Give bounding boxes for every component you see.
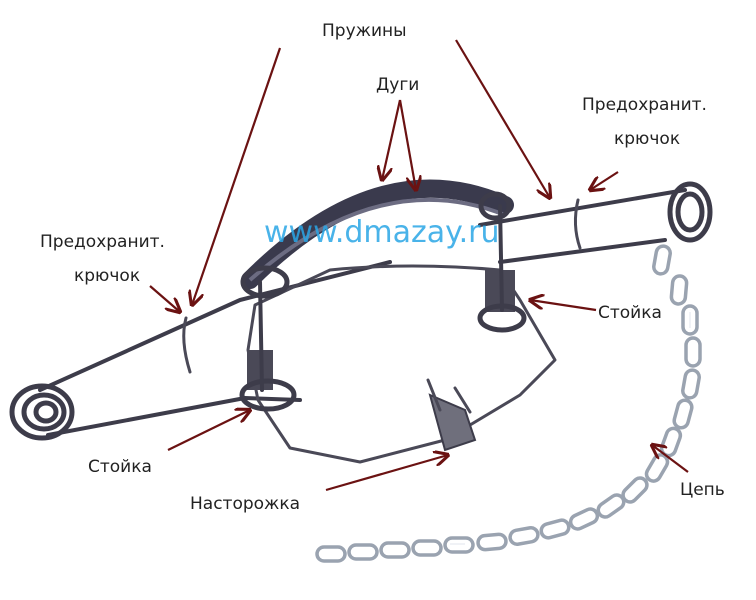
label-post-left: Стойка — [88, 457, 152, 477]
arrow-hook-left — [149, 285, 180, 312]
label-post-right: Стойка — [598, 303, 662, 323]
arrow-post-left — [167, 410, 250, 451]
label-jaws: Дуги — [376, 75, 419, 95]
annotation-arrows — [149, 39, 689, 492]
label-trigger: Насторожка — [190, 494, 300, 514]
trigger-pan — [426, 378, 477, 452]
label-safety-hook-left-2: крючок — [74, 266, 140, 286]
label-safety-hook-right-1: Предохранит. — [582, 95, 707, 115]
arrow-trigger — [325, 455, 448, 492]
base-frame — [246, 264, 557, 464]
label-springs: Пружины — [322, 21, 407, 41]
label-safety-hook-left-1: Предохранит. — [40, 232, 165, 252]
arrow-jaw-2 — [398, 99, 416, 190]
arrow-jaw-1 — [382, 99, 402, 180]
label-safety-hook-right-2: крючок — [614, 129, 680, 149]
arrow-spring-right — [455, 39, 550, 198]
jaws — [241, 179, 514, 289]
arrow-post-right — [530, 300, 597, 312]
left-spring — [9, 260, 392, 441]
safety-hook-right — [573, 198, 582, 250]
right-post — [477, 191, 527, 333]
arrow-spring-left — [192, 47, 282, 305]
arrow-hook-right — [590, 171, 619, 190]
left-post — [239, 265, 297, 412]
label-chain: Цепь — [680, 480, 725, 500]
safety-hook-left — [182, 316, 192, 374]
arrow-chain — [652, 445, 689, 473]
right-spring — [478, 181, 713, 264]
watermark: www.dmazay.ru — [264, 215, 500, 250]
